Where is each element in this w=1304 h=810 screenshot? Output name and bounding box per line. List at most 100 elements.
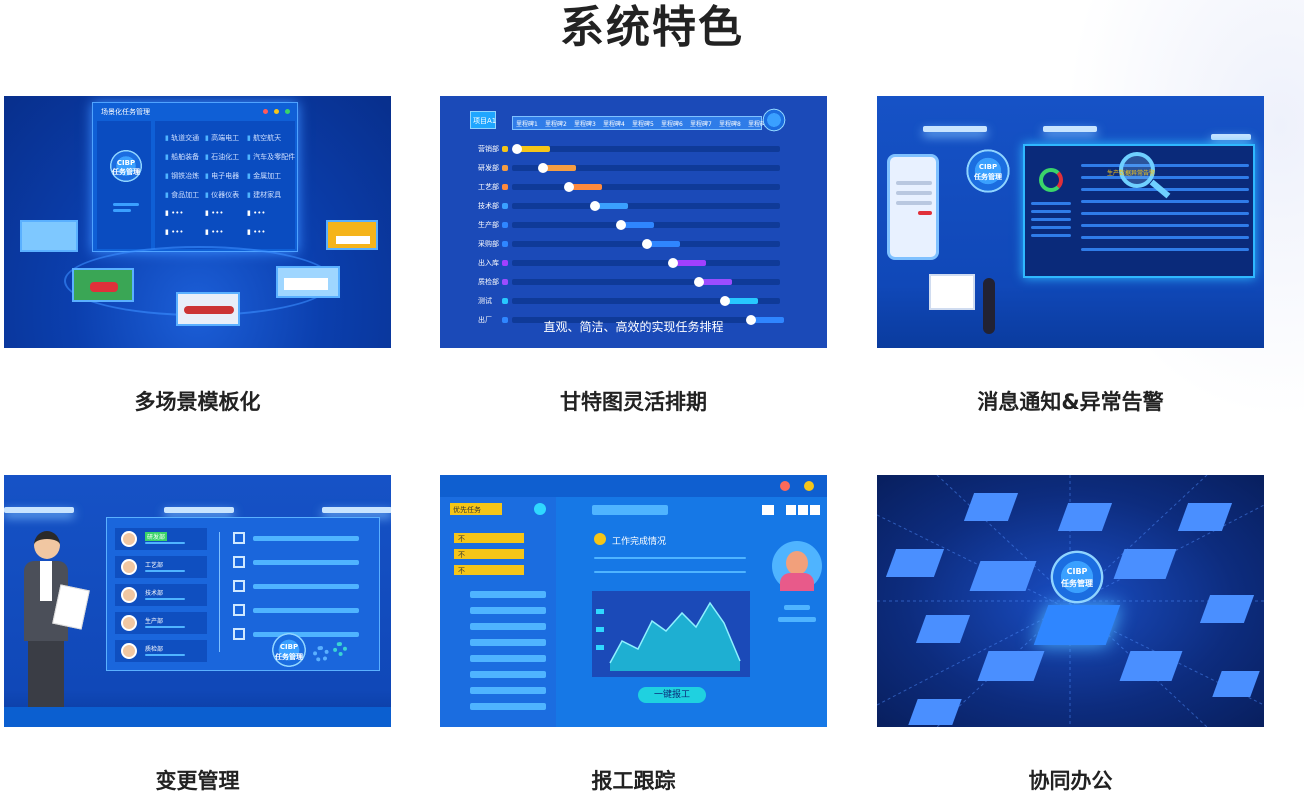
scene-car-image (72, 268, 134, 302)
change-panel: 研发部工艺部技术部生产部质检部 CIBP 任务管理 (106, 517, 380, 671)
phase-label: 里程碑9 (748, 121, 770, 128)
feature-image-alerts: CIBP 任务管理 生产数据异常告警 (877, 96, 1264, 348)
department-label: 出厂 (478, 316, 492, 324)
cibp-badge-icon: CIBP 任务管理 (271, 632, 307, 668)
phase-label: 里程碑2 (545, 121, 567, 128)
factory-tile (977, 651, 1045, 681)
department-name: 质检部 (145, 646, 164, 653)
department-label: 出入库 (478, 259, 499, 267)
department-row[interactable]: 技术部 (115, 584, 207, 606)
department-label: 研发部 (478, 164, 499, 172)
department-label: 测试 (478, 297, 492, 305)
gear-icon (313, 646, 329, 662)
phase-label: 里程碑4 (603, 121, 625, 128)
chart-title: 工作完成情况 (612, 537, 667, 547)
avatar (121, 587, 137, 603)
priority-tab[interactable]: 优先任务 (450, 503, 502, 515)
avatar (121, 559, 137, 575)
department-row[interactable]: 生产部 (115, 612, 207, 634)
scene-ship-image (326, 220, 378, 250)
milestone-dot-icon (616, 220, 626, 230)
department-name: 研发部 (145, 532, 168, 541)
scene-machine-image (20, 220, 78, 252)
template-sidebar (97, 121, 151, 249)
checkbox[interactable] (233, 604, 245, 616)
scene-train-image (176, 292, 240, 326)
template-window: 场景化任务管理 CIBP 任务管理 ▮ 轨道交通 ▮ 高端电工 ▮ 航空航天 ▮… (92, 102, 298, 252)
milestone-dot-icon (564, 182, 574, 192)
page-title: 系统特色 (560, 2, 744, 53)
window-titlebar (440, 475, 827, 497)
avatar (121, 615, 137, 631)
checkbox[interactable] (233, 580, 245, 592)
alert-dashboard: 生产数据异常告警 (1023, 144, 1255, 278)
maximize-dot-icon (285, 109, 290, 114)
feature-card-report[interactable]: 优先任务 不 不 不 工作完成情况 (440, 475, 827, 793)
donut-chart-icon (1039, 168, 1063, 192)
phase-label: 里程碑8 (719, 121, 741, 128)
factory-tile (969, 561, 1037, 591)
checkbox[interactable] (233, 532, 245, 544)
checkbox[interactable] (233, 628, 245, 640)
task-sidebar: 优先任务 不 不 不 (440, 497, 556, 727)
phase-label: 里程碑1 (516, 121, 538, 128)
milestone-dot-icon (512, 144, 522, 154)
department-name: 生产部 (145, 618, 164, 625)
feature-caption: 变更管理 (155, 769, 240, 793)
feature-card-collab[interactable]: CIBP 任务管理 协同办公 (877, 475, 1264, 793)
milestone-dot-icon (720, 296, 730, 306)
factory-tile (1113, 549, 1177, 579)
scene-grid: ▮ 轨道交通 ▮ 高端电工 ▮ 航空航天 ▮ 船舶装备 ▮ 石油化工 ▮ 汽车及… (155, 121, 295, 249)
feature-card-change[interactable]: 研发部工艺部技术部生产部质检部 CIBP 任务管理 (4, 475, 391, 793)
department-label: 工艺部 (478, 183, 499, 191)
milestone-dot-icon (746, 315, 756, 325)
avatar (121, 531, 137, 547)
gantt-bar (542, 165, 576, 171)
close-dot-icon (780, 481, 790, 491)
report-button[interactable]: 一键报工 (638, 687, 706, 703)
phase-label: 里程碑7 (690, 121, 712, 128)
feature-image-report: 优先任务 不 不 不 工作完成情况 (440, 475, 827, 727)
close-dot-icon (263, 109, 268, 114)
department-label: 技术部 (478, 202, 499, 210)
factory-tile (1119, 651, 1183, 681)
gantt-bar (568, 184, 602, 190)
feature-caption: 消息通知&异常告警 (977, 390, 1164, 414)
department-name: 技术部 (145, 590, 164, 597)
minimize-dot-icon (804, 481, 814, 491)
phase-label: 里程碑3 (574, 121, 596, 128)
cibp-badge-icon: CIBP 任务管理 (965, 148, 1011, 194)
department-label: 质检部 (478, 278, 499, 286)
milestone-dot-icon (590, 201, 600, 211)
phase-label: 里程碑5 (632, 121, 654, 128)
gantt-bar (516, 146, 550, 152)
magnifier-icon (1119, 152, 1155, 188)
factory-tile (885, 549, 945, 577)
minimize-dot-icon (274, 109, 279, 114)
cibp-gear-icon (762, 108, 786, 132)
feature-caption: 多场景模板化 (134, 390, 261, 414)
avatar (121, 643, 137, 659)
department-row[interactable]: 质检部 (115, 640, 207, 662)
checkbox[interactable] (233, 556, 245, 568)
phase-label: 里程碑6 (661, 121, 683, 128)
feature-card-templates[interactable]: 场景化任务管理 CIBP 任务管理 ▮ 轨道交通 ▮ 高端电工 ▮ 航空航天 ▮… (4, 96, 391, 414)
feature-card-alerts[interactable]: CIBP 任务管理 生产数据异常告警 消息通知&异常告警 (877, 96, 1264, 414)
cibp-badge-icon: CIBP 任务管理 (1049, 549, 1105, 605)
department-row[interactable]: 研发部 (115, 528, 207, 550)
status-dot-icon (534, 503, 546, 515)
gear-icon (333, 642, 347, 656)
department-row[interactable]: 工艺部 (115, 556, 207, 578)
gantt-bar (646, 241, 680, 247)
clock-icon (594, 533, 606, 545)
feature-image-collab: CIBP 任务管理 (877, 475, 1264, 727)
gantt-bar (750, 317, 784, 323)
feature-caption: 甘特图灵活排期 (560, 390, 707, 414)
avatar (772, 541, 822, 591)
gantt-bar (620, 222, 654, 228)
department-name: 工艺部 (145, 562, 164, 569)
department-label: 营销部 (478, 145, 499, 153)
gantt-footer: 直观、简洁、高效的实现任务排程 (543, 320, 724, 334)
